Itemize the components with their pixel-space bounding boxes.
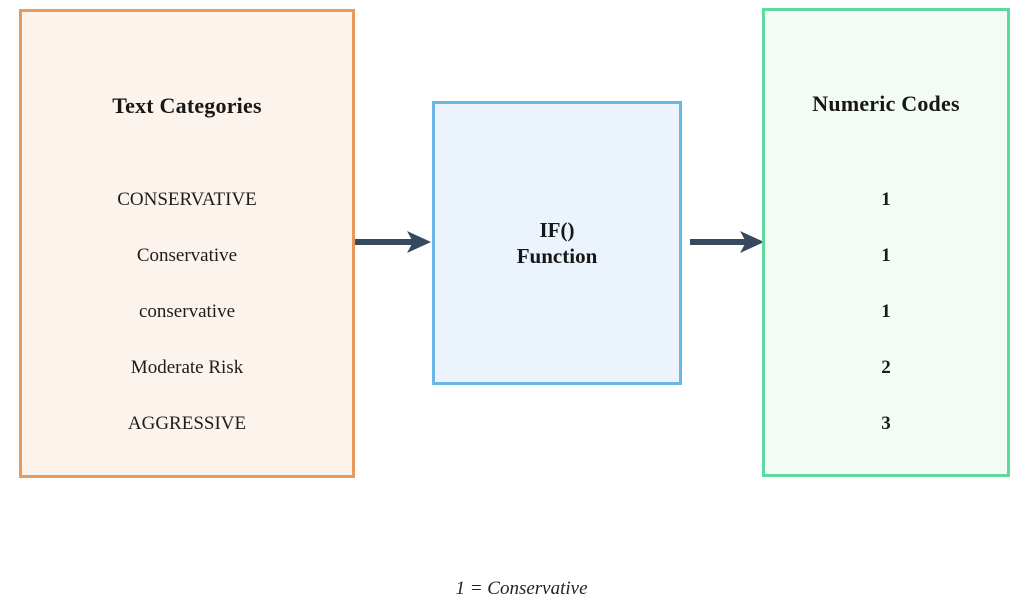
category-item: AGGRESSIVE: [127, 413, 247, 434]
output-arrow: [690, 226, 766, 258]
if-function-line-1: IF(): [539, 217, 575, 242]
category-item: Moderate Risk: [130, 357, 244, 378]
arrow-right-icon: [690, 231, 764, 253]
code-item: 1: [881, 189, 891, 210]
legend-caption: 1 = Conservative 2 = Moderate 3 = Aggres…: [0, 556, 1024, 599]
numeric-codes-panel: Numeric Codes 1 1 1 2 3: [762, 8, 1010, 477]
text-categories-list: CONSERVATIVE Conservative conservative M…: [22, 172, 352, 452]
text-categories-title: Text Categories: [112, 93, 262, 118]
arrow-right-icon: [355, 231, 431, 253]
code-item: 3: [881, 413, 891, 434]
legend-item: 1 = Conservative: [455, 578, 588, 599]
numeric-codes-title: Numeric Codes: [812, 91, 960, 116]
category-item: CONSERVATIVE: [117, 189, 257, 210]
code-item: 1: [881, 301, 891, 322]
category-item: Conservative: [136, 245, 238, 266]
if-function-line-2: Function: [516, 244, 598, 268]
input-arrow: [355, 226, 435, 258]
numeric-codes-list: 1 1 1 2 3: [765, 172, 1007, 452]
code-item: 2: [881, 357, 891, 378]
if-function-label: IF() Function: [517, 217, 598, 270]
text-categories-panel: Text Categories CONSERVATIVE Conservativ…: [19, 9, 355, 478]
category-item: conservative: [138, 301, 235, 322]
if-function-panel: IF() Function: [432, 101, 682, 385]
code-item: 1: [881, 245, 891, 266]
